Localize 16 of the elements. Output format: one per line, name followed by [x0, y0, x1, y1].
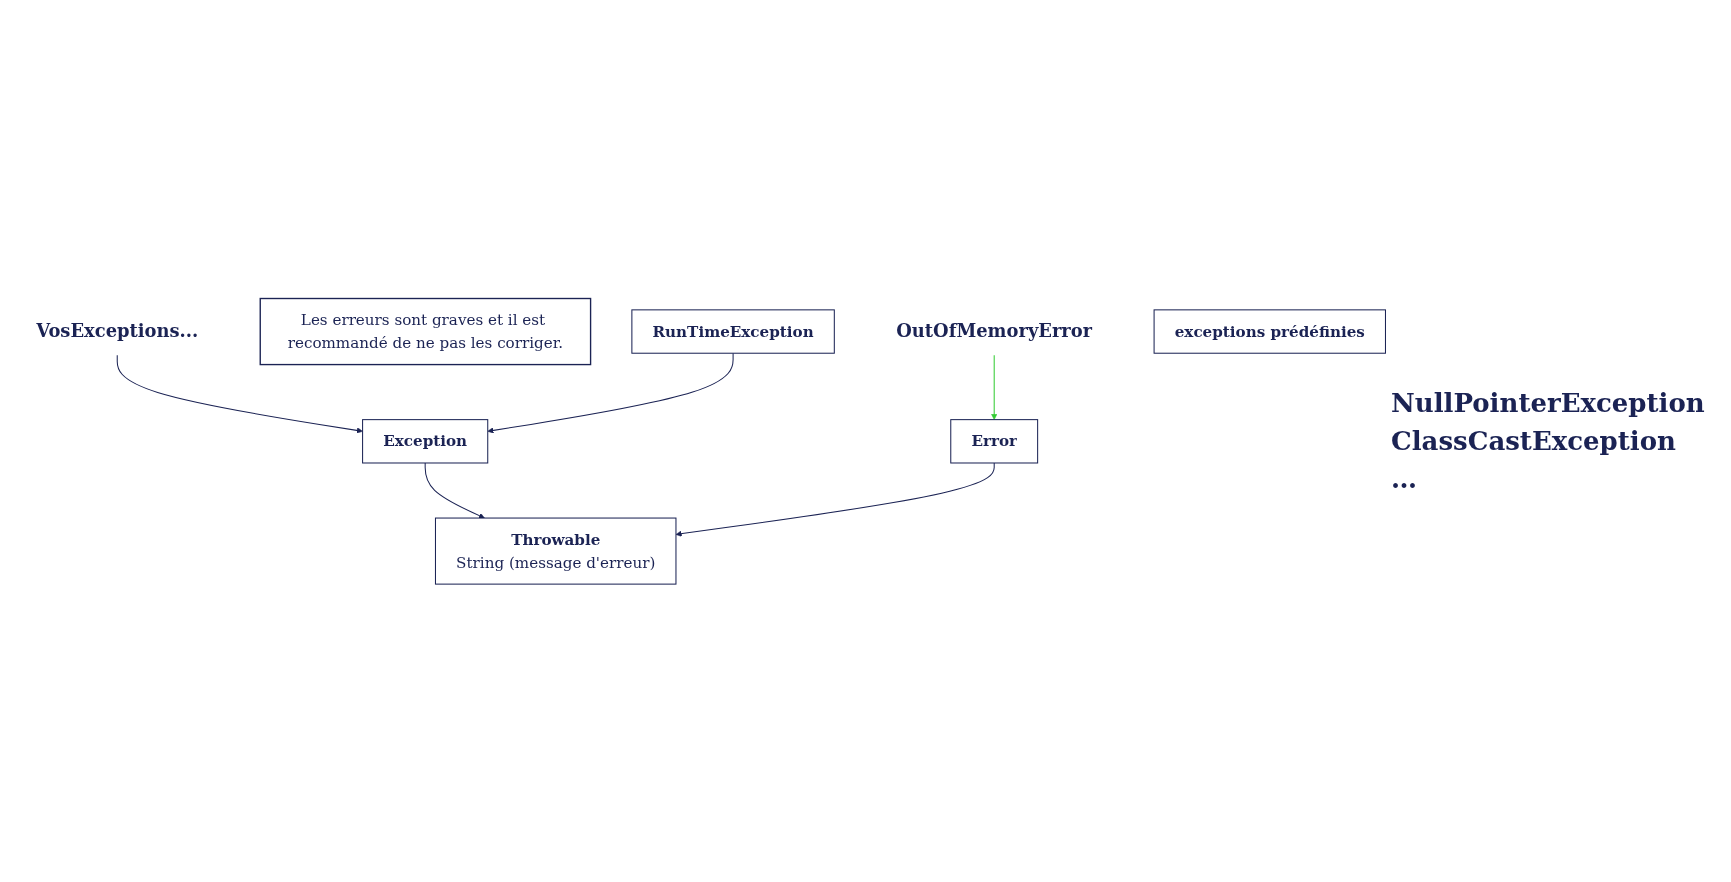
node-text: VosExceptions...	[36, 320, 199, 342]
class-name-label: …	[1391, 464, 1418, 494]
arrow	[424, 462, 485, 519]
arrow	[116, 354, 363, 434]
arrow	[487, 352, 734, 434]
node-box: Error	[950, 418, 1039, 464]
node-box: exceptions prédéfinies	[1153, 309, 1386, 354]
node-box: Throwable String (message d'erreur)	[434, 517, 677, 585]
node-box: Les erreurs sont graves et il est recommandé de ne pas les corriger.	[259, 297, 592, 365]
node-box: Exception	[362, 418, 489, 464]
node-box: RunTimeException	[631, 309, 835, 354]
arrow	[675, 462, 995, 537]
class-name-label: ClassCastException	[1391, 426, 1677, 456]
node-text: OutOfMemoryError	[896, 320, 1093, 342]
arrow	[991, 354, 998, 420]
class-name-label: NullPointerException	[1391, 388, 1706, 418]
